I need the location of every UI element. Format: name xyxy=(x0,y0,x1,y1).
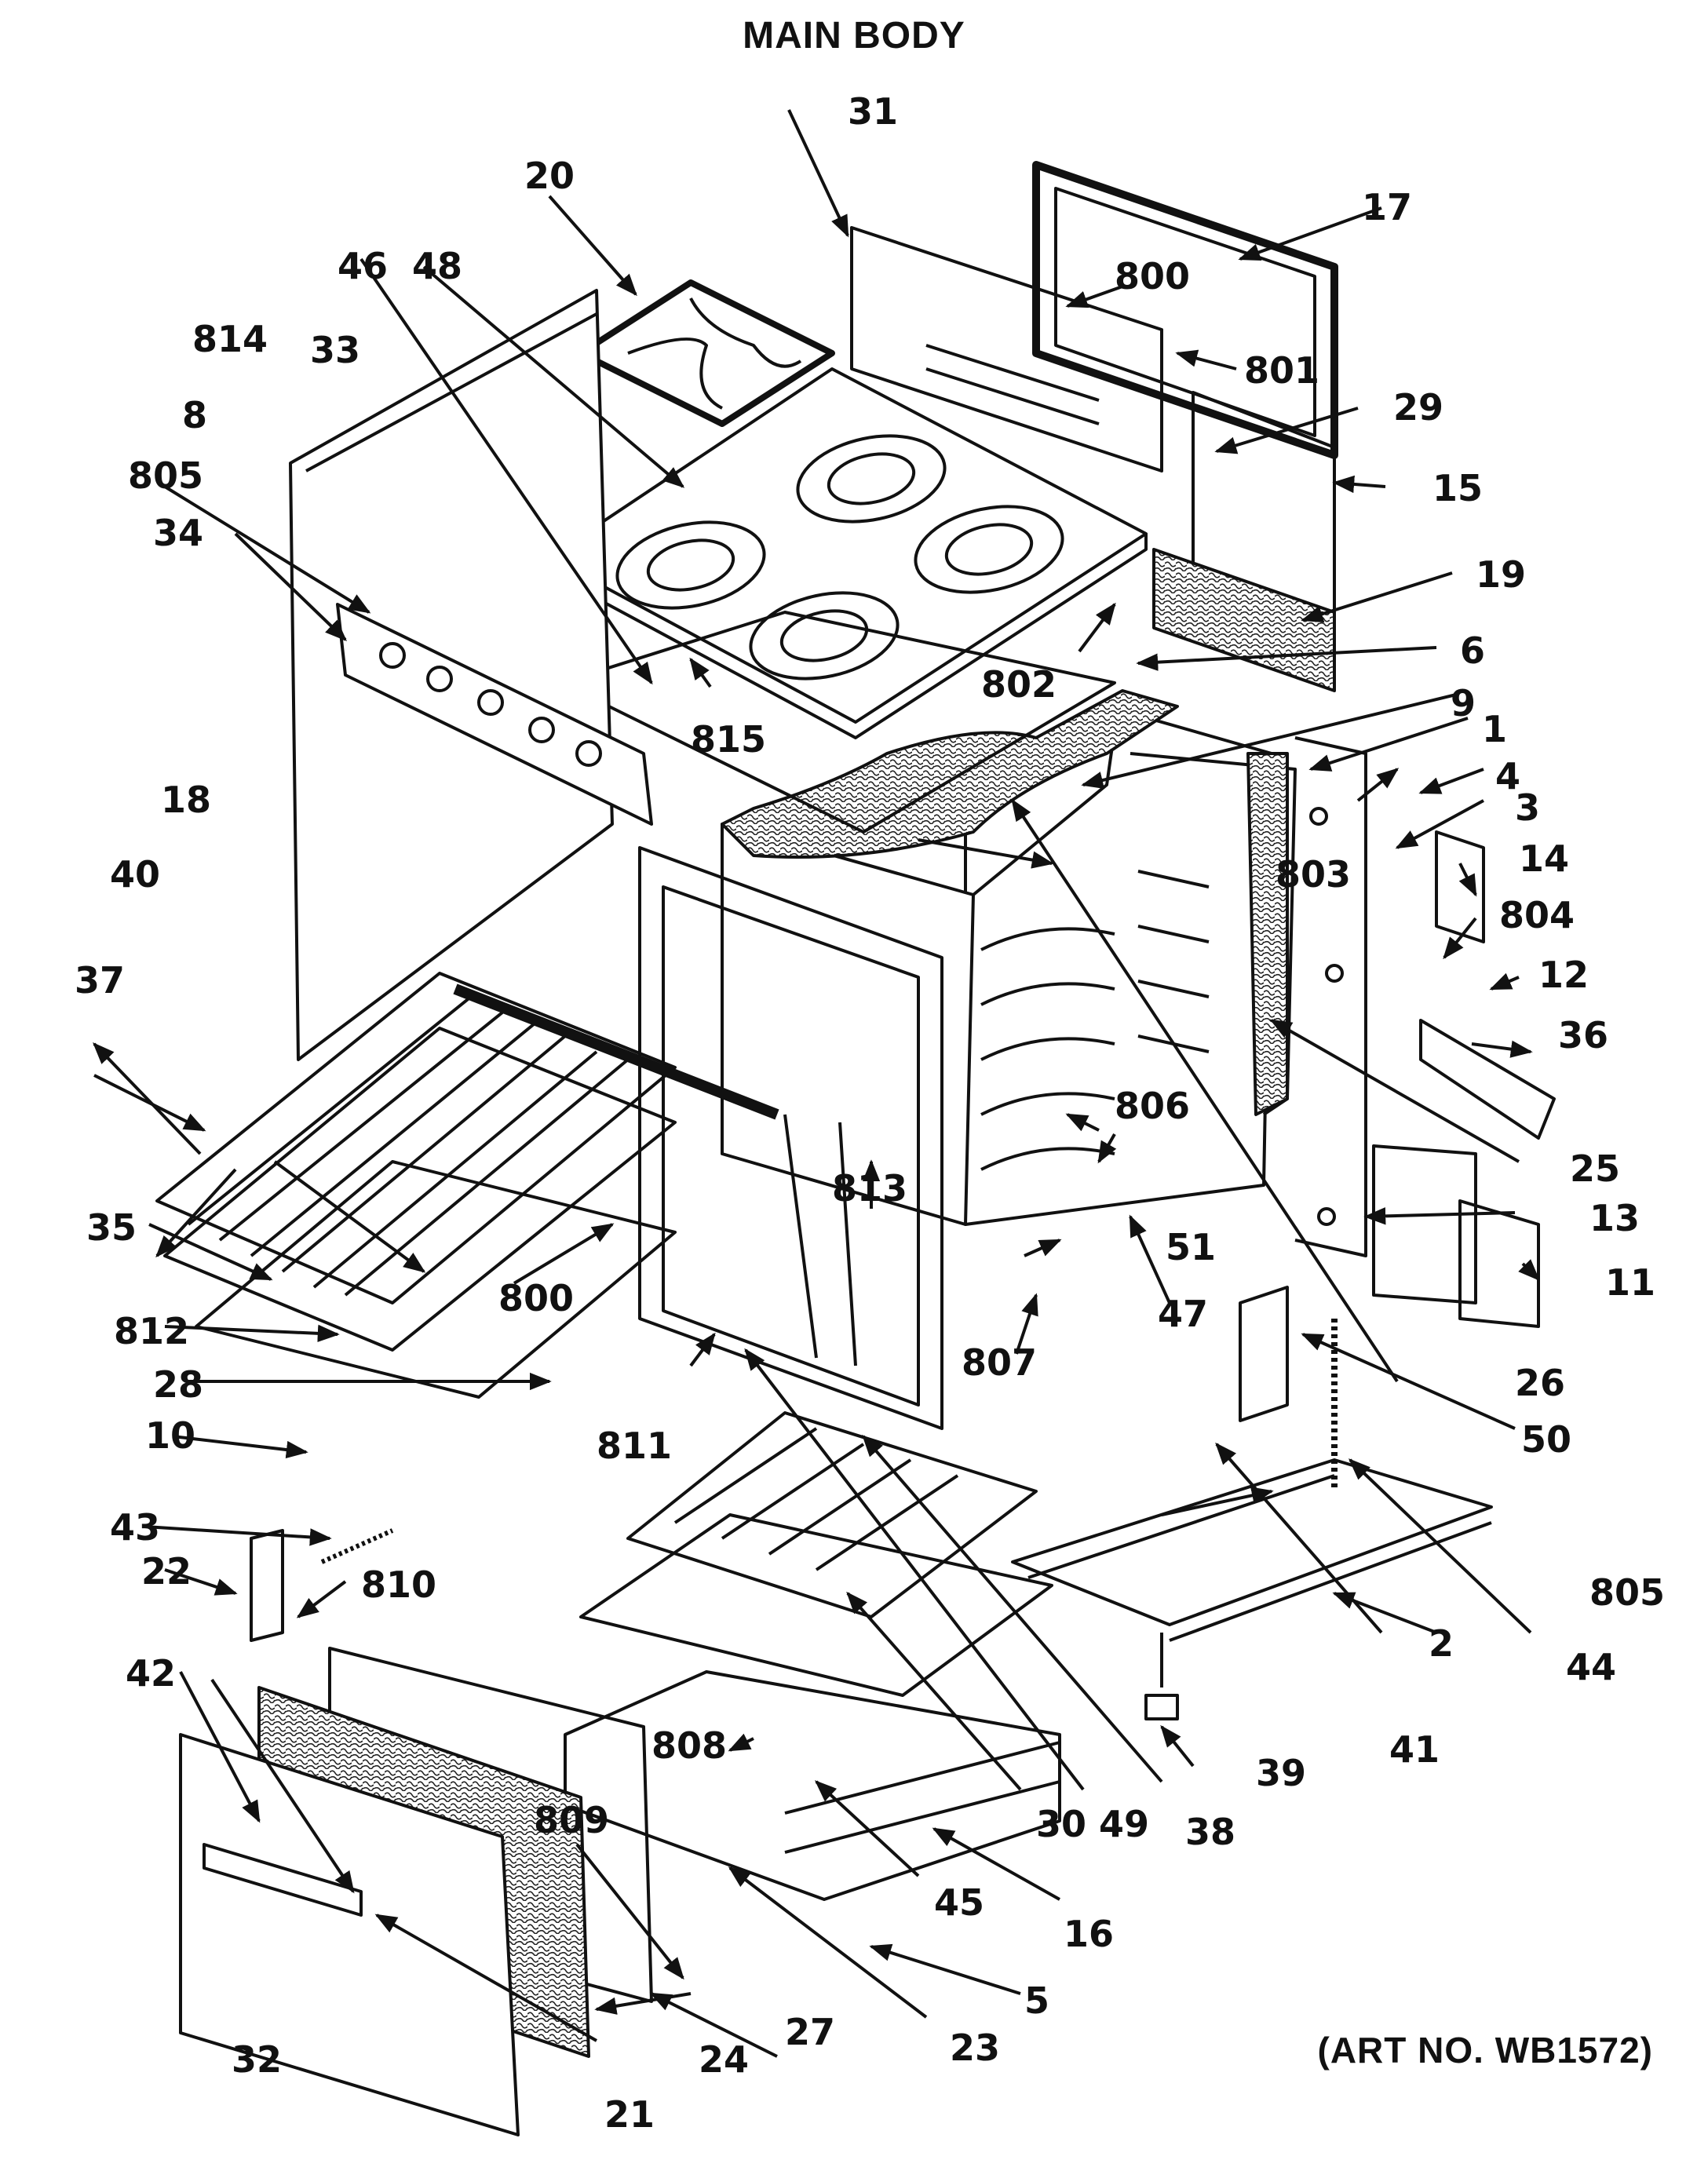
callout-36: 36 xyxy=(1558,1014,1608,1056)
callout-20: 20 xyxy=(524,155,575,197)
callout-812: 812 xyxy=(114,1310,189,1352)
callout-805-top: 805 xyxy=(128,454,203,497)
backguard xyxy=(850,226,1163,472)
callout-805-right: 805 xyxy=(1589,1571,1665,1614)
callout-2: 2 xyxy=(1429,1622,1454,1665)
callout-51: 51 xyxy=(1166,1226,1216,1268)
rear-bracket xyxy=(1239,1286,1289,1422)
callout-44: 44 xyxy=(1566,1646,1616,1688)
door-handle xyxy=(203,1843,363,1917)
callout-34: 34 xyxy=(153,512,203,554)
bottom-frame xyxy=(1011,1458,1493,1642)
callout-21: 21 xyxy=(604,2093,655,2136)
callout-11: 11 xyxy=(1605,1261,1655,1304)
callout-40: 40 xyxy=(110,853,160,896)
cabinet-side-panel xyxy=(1294,736,1367,1257)
power-cord-box xyxy=(1419,1019,1556,1140)
diagram-title: MAIN BODY xyxy=(743,15,965,57)
callout-814: 814 xyxy=(192,318,268,360)
callout-803: 803 xyxy=(1276,853,1351,896)
callout-1: 1 xyxy=(1482,708,1507,750)
oven-bottom-tray xyxy=(195,1160,677,1399)
callout-24: 24 xyxy=(699,2038,749,2081)
rack-support-rods xyxy=(453,983,857,1366)
callout-33: 33 xyxy=(310,329,360,371)
callout-47: 47 xyxy=(1158,1293,1208,1335)
broiler-pan xyxy=(579,1513,1053,1697)
callout-30: 30 xyxy=(1036,1803,1086,1845)
callout-801: 801 xyxy=(1244,349,1319,392)
callout-22: 22 xyxy=(141,1550,192,1593)
ignition-bracket xyxy=(1435,830,1485,943)
door-frame xyxy=(638,846,943,1430)
callout-25: 25 xyxy=(1570,1148,1620,1190)
callout-802: 802 xyxy=(981,663,1057,706)
main-top-panel xyxy=(560,611,1116,834)
grate xyxy=(578,279,835,427)
door-outer-panel xyxy=(179,1733,520,2136)
callout-811: 811 xyxy=(597,1425,672,1467)
broiler-pan-insert xyxy=(626,1411,1038,1618)
leader-lines xyxy=(93,109,1540,2058)
art-number: (ART NO. WB1572) xyxy=(1317,2030,1653,2071)
callout-800: 800 xyxy=(1115,255,1190,297)
callout-43: 43 xyxy=(110,1506,160,1549)
callout-5: 5 xyxy=(1024,1979,1049,2022)
callout-16: 16 xyxy=(1064,1913,1114,1955)
callout-9: 9 xyxy=(1451,682,1476,724)
igniter-module xyxy=(1458,1199,1540,1328)
callout-39: 39 xyxy=(1256,1752,1306,1794)
control-panel xyxy=(336,603,653,826)
callout-800-lower: 800 xyxy=(498,1277,574,1319)
oven-rack xyxy=(155,972,677,1352)
callout-29: 29 xyxy=(1393,386,1443,429)
callout-3: 3 xyxy=(1515,786,1540,829)
cooktop xyxy=(548,367,1148,739)
callout-15: 15 xyxy=(1432,467,1483,509)
rear-control-panel xyxy=(1152,391,1336,692)
callout-labels: 31 17 20 46 48 800 801 814 33 29 8 805 1… xyxy=(75,90,1665,2136)
callout-809: 809 xyxy=(534,1799,609,1841)
electrical-box xyxy=(1372,1144,1477,1304)
callout-19: 19 xyxy=(1476,553,1526,596)
callout-32: 32 xyxy=(232,2038,282,2081)
callout-810: 810 xyxy=(361,1563,436,1606)
callout-18: 18 xyxy=(161,779,211,821)
callout-27: 27 xyxy=(785,2011,835,2053)
callout-4: 4 xyxy=(1495,755,1520,797)
callout-38: 38 xyxy=(1185,1811,1235,1853)
callout-41: 41 xyxy=(1389,1728,1440,1771)
callout-806: 806 xyxy=(1115,1085,1190,1127)
callout-807: 807 xyxy=(962,1341,1037,1384)
callout-14: 14 xyxy=(1519,837,1569,880)
callout-815: 815 xyxy=(691,718,766,761)
callout-17: 17 xyxy=(1362,186,1412,228)
callout-23: 23 xyxy=(950,2027,1000,2069)
oven-body xyxy=(721,705,1297,1226)
callout-8: 8 xyxy=(182,394,207,436)
callout-10: 10 xyxy=(145,1414,195,1457)
callout-804: 804 xyxy=(1499,894,1575,936)
callout-35: 35 xyxy=(86,1206,137,1249)
callout-48: 48 xyxy=(412,245,462,287)
callout-31: 31 xyxy=(848,90,898,133)
callout-46: 46 xyxy=(338,245,388,287)
callout-6: 6 xyxy=(1460,629,1485,672)
callout-49: 49 xyxy=(1099,1803,1149,1845)
callout-26: 26 xyxy=(1515,1362,1565,1404)
callout-45: 45 xyxy=(934,1881,984,1924)
callout-808: 808 xyxy=(651,1724,727,1767)
leveling-leg xyxy=(1144,1633,1179,1720)
callout-28: 28 xyxy=(153,1363,203,1406)
callout-42: 42 xyxy=(126,1652,176,1695)
drawer xyxy=(564,1670,1061,1901)
callout-50: 50 xyxy=(1521,1418,1571,1461)
callout-12: 12 xyxy=(1538,954,1589,996)
callout-37: 37 xyxy=(75,959,125,1002)
callout-813: 813 xyxy=(832,1167,907,1210)
callout-13: 13 xyxy=(1589,1197,1640,1239)
